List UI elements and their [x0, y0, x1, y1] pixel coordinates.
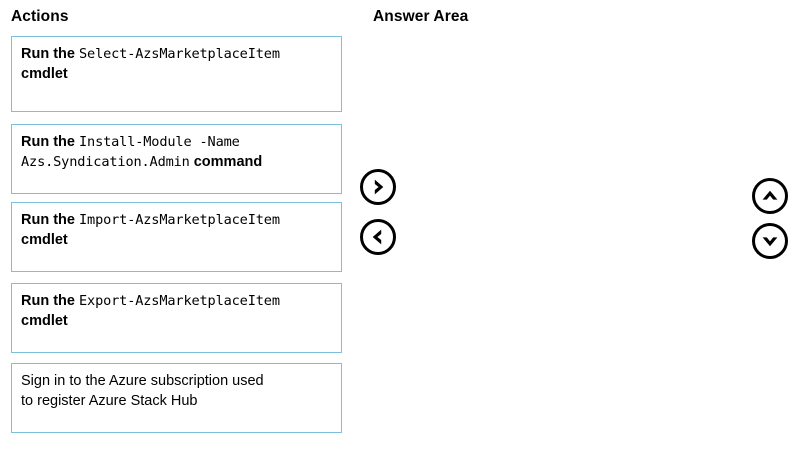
action-code-token: Install-Module -Name [79, 134, 240, 150]
action-item-line-1: Run the Import-AzsMarketplaceItem [21, 210, 333, 230]
chevron-left-circle-icon [360, 219, 396, 255]
answer-area-column-header: Answer Area [373, 8, 469, 25]
actions-column-header: Actions [11, 8, 69, 25]
chevron-up-circle-icon [752, 178, 788, 214]
action-item-select-azsmarketplaceitem[interactable]: Run the Select-AzsMarketplaceItem cmdlet [11, 36, 342, 112]
action-item-import-azsmarketplaceitem[interactable]: Run the Import-AzsMarketplaceItem cmdlet [11, 202, 342, 272]
action-item-line-2: cmdlet [21, 313, 68, 329]
action-item-line-2: Azs.Syndication.Admin command [21, 152, 333, 172]
action-item-install-module-azs-syndication-admin[interactable]: Run the Install-Module -Name Azs.Syndica… [11, 124, 342, 194]
move-right-button[interactable] [359, 168, 397, 206]
action-item-line-1: Run the Select-AzsMarketplaceItem [21, 44, 333, 64]
answer-area-dropzone[interactable] [412, 36, 732, 432]
action-text-prefix: Run the [21, 212, 79, 228]
action-item-line-1: Sign in to the Azure subscription used [21, 373, 264, 389]
action-item-line-1: Run the Install-Module -Name [21, 132, 333, 152]
action-text-prefix: Run the [21, 46, 79, 62]
chevron-right-circle-icon [360, 169, 396, 205]
action-code-token: Import-AzsMarketplaceItem [79, 212, 280, 228]
action-text-prefix: Run the [21, 134, 79, 150]
action-code-token-2: Azs.Syndication.Admin [21, 154, 190, 170]
action-code-token: Export-AzsMarketplaceItem [79, 293, 280, 309]
move-left-button[interactable] [359, 218, 397, 256]
action-code-token: Select-AzsMarketplaceItem [79, 46, 280, 62]
move-down-button[interactable] [751, 222, 789, 260]
action-text-prefix: Run the [21, 293, 79, 309]
chevron-down-circle-icon [752, 223, 788, 259]
action-item-line-2: to register Azure Stack Hub [21, 393, 198, 409]
move-up-button[interactable] [751, 177, 789, 215]
action-item-line-2: cmdlet [21, 66, 68, 82]
action-item-export-azsmarketplaceitem[interactable]: Run the Export-AzsMarketplaceItem cmdlet [11, 283, 342, 353]
action-item-sign-in-azure-subscription[interactable]: Sign in to the Azure subscription used t… [11, 363, 342, 433]
action-text-suffix: command [189, 154, 263, 170]
action-item-line-2: cmdlet [21, 232, 68, 248]
action-item-line-1: Run the Export-AzsMarketplaceItem [21, 291, 333, 311]
